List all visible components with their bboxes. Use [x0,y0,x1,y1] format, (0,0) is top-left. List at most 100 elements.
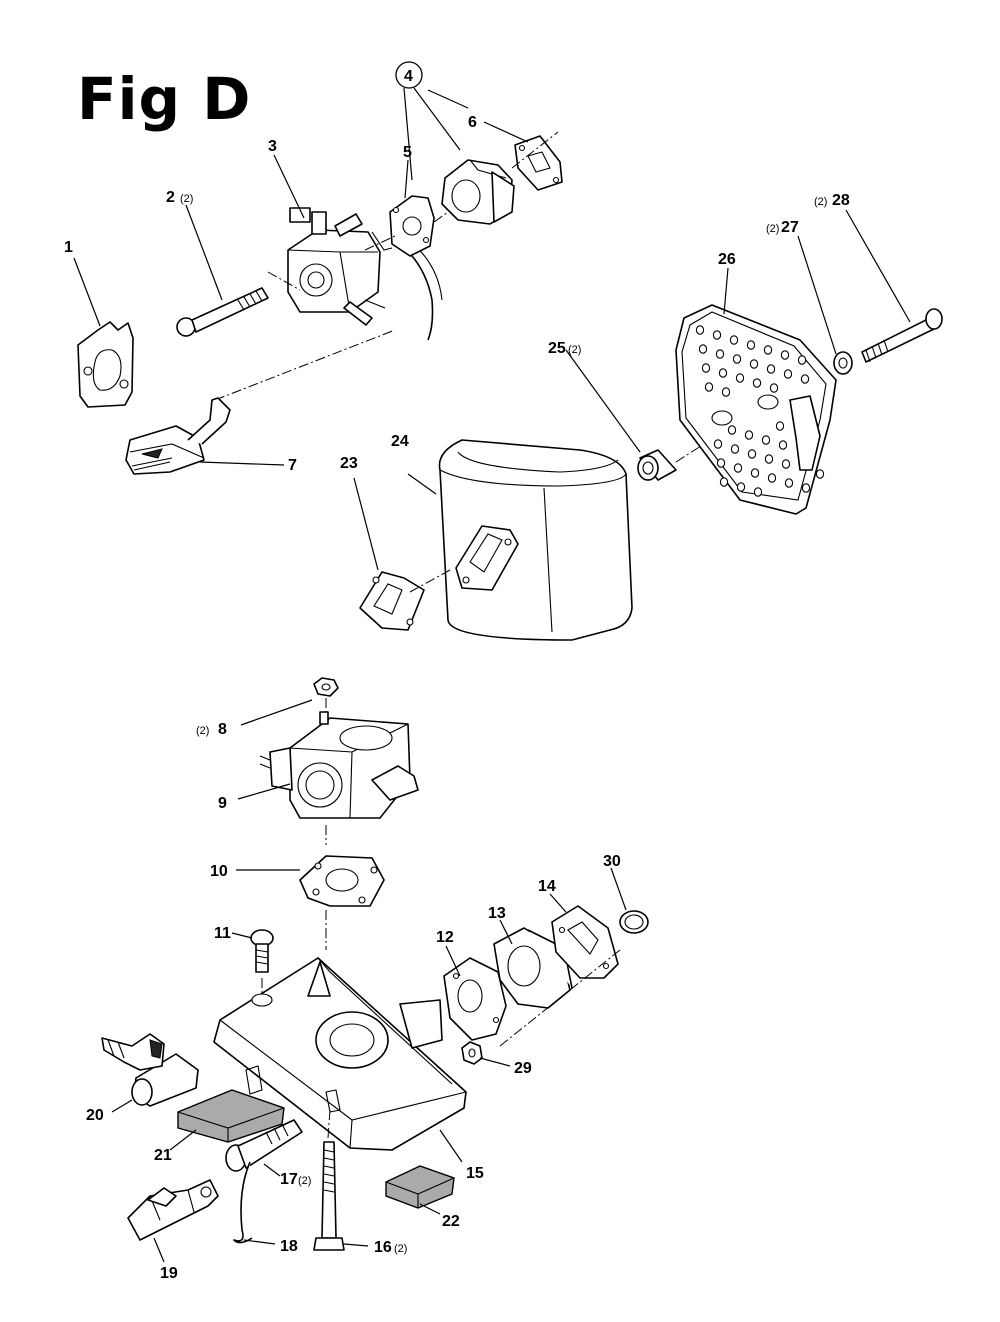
callout-22: 22 [442,1213,460,1230]
callout-29: 29 [514,1060,532,1077]
part-28-bolt [861,308,943,363]
callout-2-qty: (2) [180,193,193,205]
callout-4-circle [395,61,423,89]
callout-16: 16 [374,1239,392,1256]
callout-8: 8 [218,721,227,738]
cover-perforation [797,355,807,365]
part-6-gasket [514,135,563,191]
callout-11: 11 [214,925,231,942]
part-30-o-ring [619,910,649,934]
cover-perforation [730,444,740,454]
callout-labels: 1 2 (2) 3 4 5 6 7 (2) 8 9 10 11 12 13 14… [64,68,850,1282]
callout-25-qty: (2) [568,344,581,356]
cover-perforation [704,382,714,392]
callout-28-qty: (2) [814,196,827,208]
cover-perforation [778,440,788,450]
part-10-gasket [299,855,385,907]
cover-perforation [781,459,791,469]
callout-27-qty: (2) [766,223,779,235]
cover-perforation [732,354,742,364]
part-14-gasket [551,905,619,979]
cover-perforation [769,383,779,393]
cover-perforation [753,487,763,497]
part-13-spacer [493,927,573,1009]
part-9-carburetor [259,711,419,819]
callout-6: 6 [468,114,477,131]
part-17-bolt [225,1119,303,1172]
cover-perforation [735,373,745,383]
part-11-screw [250,929,274,973]
cover-perforation [800,374,810,384]
part-23-muffler-gasket [359,571,425,631]
cover-perforation [752,378,762,388]
cover-perforation [784,478,794,488]
callout-25: 25 [548,340,566,357]
callout-10: 10 [210,863,228,880]
part-15-air-box [213,957,467,1151]
callout-18: 18 [280,1238,298,1255]
callout-28: 28 [832,192,850,209]
callout-7: 7 [288,457,297,474]
cover-perforation [780,350,790,360]
part-4-spacer [441,159,515,225]
part-26-muffler-cover [675,304,837,515]
cover-perforation [761,435,771,445]
callout-2: 2 [166,189,175,206]
figure-title: Fig D [77,65,252,133]
cover-perforation [712,330,722,340]
callout-1: 1 [64,239,73,256]
cover-perforation [718,368,728,378]
cover-perforation [815,469,825,479]
cover-perforation [783,369,793,379]
cover-perforation [736,482,746,492]
cover-perforation [698,344,708,354]
callout-17: 17 [280,1171,298,1188]
callout-14: 14 [538,878,556,895]
part-22-foam-pad [385,1165,455,1209]
cover-perforation [701,363,711,373]
leader-lines [73,87,911,1263]
part-7-choke-knob [125,397,231,475]
callout-26: 26 [718,251,736,268]
cover-perforation [766,364,776,374]
cover-perforation [767,473,777,483]
callout-9: 9 [218,795,227,812]
cover-perforation [763,345,773,355]
callout-17-qty: (2) [298,1175,311,1187]
callout-30: 30 [603,853,621,870]
part-16-bolt [313,1141,345,1251]
part-24-muffler [438,439,633,641]
cover-perforation [733,463,743,473]
part-1-insulator-plate [77,321,134,408]
cover-perforation [721,387,731,397]
cover-perforation [750,468,760,478]
cover-perforation [713,439,723,449]
part-29-nut [461,1041,483,1065]
cover-perforation [716,458,726,468]
part-8-nut [313,677,339,697]
cover-perforation [744,430,754,440]
callout-15: 15 [466,1165,484,1182]
callout-16-qty: (2) [394,1243,407,1255]
callout-13: 13 [488,905,506,922]
cover-perforation [715,349,725,359]
callout-19: 19 [160,1265,178,1282]
callout-20: 20 [86,1107,104,1124]
part-12-gasket [443,957,507,1041]
callout-24: 24 [391,433,409,450]
part-5-gasket [389,195,435,257]
callout-12: 12 [436,929,454,946]
callout-5: 5 [403,144,412,161]
part-27-washer [833,351,853,375]
callout-4: 4 [404,68,413,85]
cover-perforation [729,335,739,345]
cover-perforation [747,449,757,459]
cover-perforation [719,477,729,487]
part-19-clip [127,1179,219,1241]
part-2-screw [176,287,269,337]
part-18-spring [233,1161,253,1244]
callout-23: 23 [340,455,358,472]
cover-perforation [801,483,811,493]
cover-perforation [746,340,756,350]
